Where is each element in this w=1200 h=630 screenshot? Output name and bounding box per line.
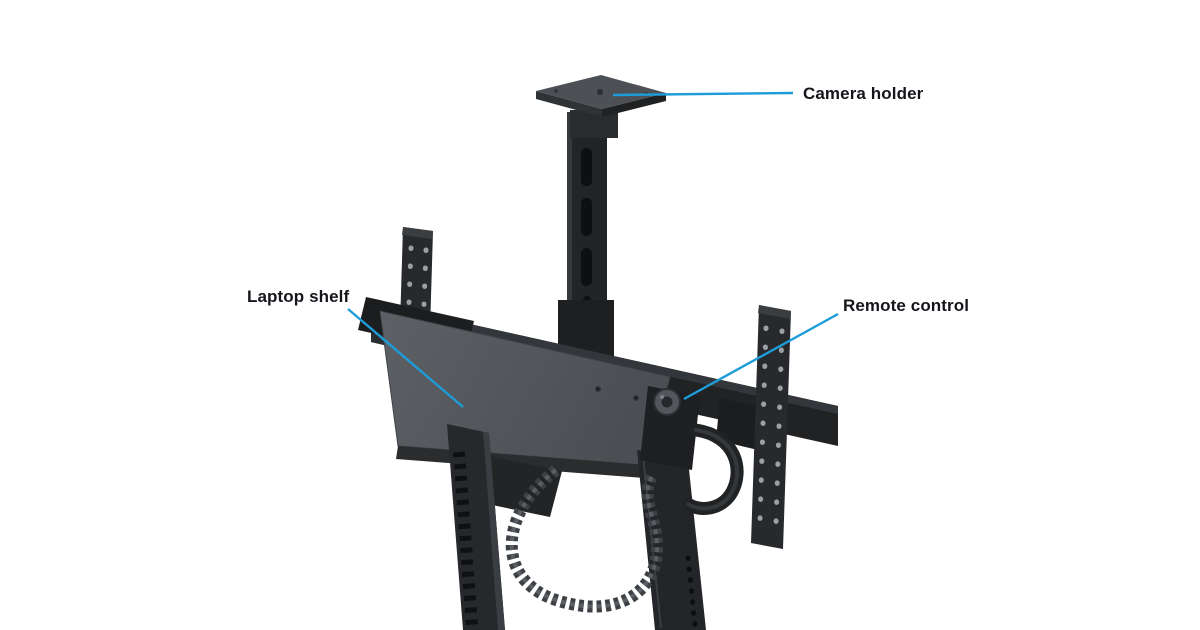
leader-lines — [347, 91, 839, 408]
coil-cable — [505, 465, 664, 613]
remote-control-part — [640, 386, 744, 515]
camera-holder-part — [536, 75, 666, 138]
label-remote-control: Remote control — [843, 296, 970, 315]
right-vesa-bracket — [751, 305, 791, 549]
laptop-shelf-part — [379, 310, 671, 478]
label-camera-holder: Camera holder — [803, 84, 924, 103]
camera-holder-leader-line — [612, 91, 794, 97]
camera-strap — [558, 112, 614, 358]
remote-control-leader-line — [683, 312, 839, 401]
laptop-shelf-leader-line — [347, 308, 464, 408]
left-leg — [447, 424, 505, 630]
label-laptop-shelf: Laptop shelf — [247, 287, 350, 306]
